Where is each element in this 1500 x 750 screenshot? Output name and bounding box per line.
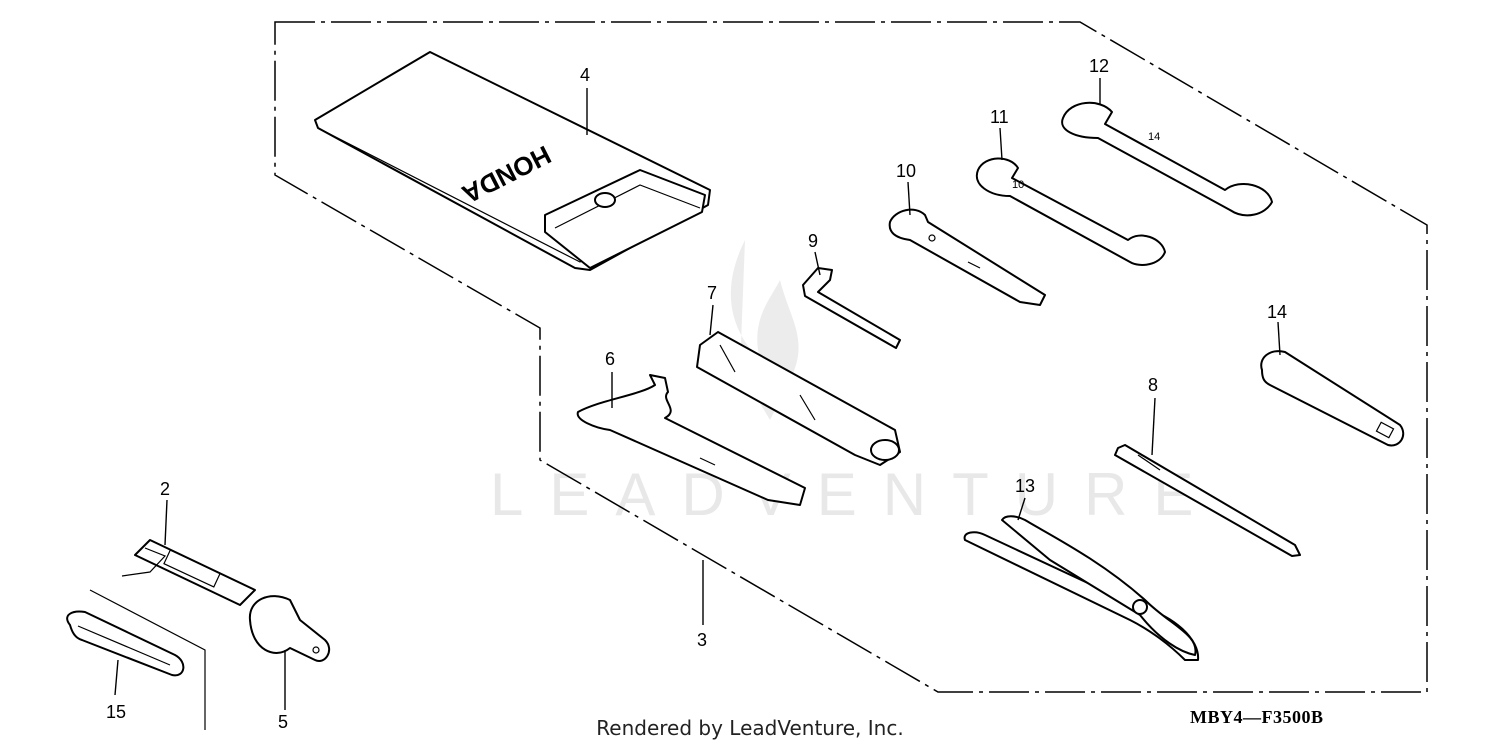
callout-7[interactable]: 7 (707, 283, 717, 303)
callout-9[interactable]: 9 (808, 231, 818, 251)
callout-3[interactable]: 3 (697, 630, 707, 650)
pliers[interactable] (963, 515, 1200, 661)
callout-13[interactable]: 13 (1015, 476, 1035, 496)
screwdriver-handle[interactable] (1260, 350, 1405, 447)
wrench-size-10: 10 (1012, 179, 1024, 191)
rubber-band[interactable] (66, 610, 185, 677)
callout-14[interactable]: 14 (1267, 302, 1287, 322)
callout-11[interactable]: 11 (990, 107, 1009, 127)
leader-lines (114, 78, 1281, 710)
callout-4[interactable]: 4 (580, 65, 590, 85)
belt-frame (89, 589, 206, 730)
tool-pouch[interactable]: HONDA (314, 51, 711, 271)
callout-15[interactable]: 15 (106, 702, 126, 722)
diagram-code: MBY4—F3500B (1190, 707, 1324, 727)
open-end-wrench-large[interactable]: 14 (1061, 101, 1273, 217)
callout-2[interactable]: 2 (160, 479, 170, 499)
callout-6[interactable]: 6 (605, 349, 615, 369)
callout-8[interactable]: 8 (1148, 375, 1158, 395)
open-end-wrench-small[interactable] (888, 208, 1046, 306)
callout-12[interactable]: 12 (1089, 56, 1109, 76)
pin-spanner-wrench[interactable] (576, 374, 806, 506)
credit-text: Rendered by LeadVenture, Inc. (596, 716, 904, 740)
hex-key[interactable] (802, 267, 901, 349)
open-end-wrench-medium[interactable]: 10 (975, 157, 1166, 266)
tool-kit-frame (274, 21, 1428, 693)
spark-plug-wrench[interactable] (696, 331, 901, 466)
callout-5[interactable]: 5 (278, 712, 288, 732)
screwdriver-shaft[interactable] (1114, 444, 1301, 557)
callout-10[interactable]: 10 (896, 161, 916, 181)
retaining-clip[interactable] (248, 595, 331, 662)
tool-strap[interactable] (121, 539, 256, 606)
watermark-text: LEADVENTURE (490, 461, 1219, 528)
wrench-size-14: 14 (1148, 131, 1160, 143)
